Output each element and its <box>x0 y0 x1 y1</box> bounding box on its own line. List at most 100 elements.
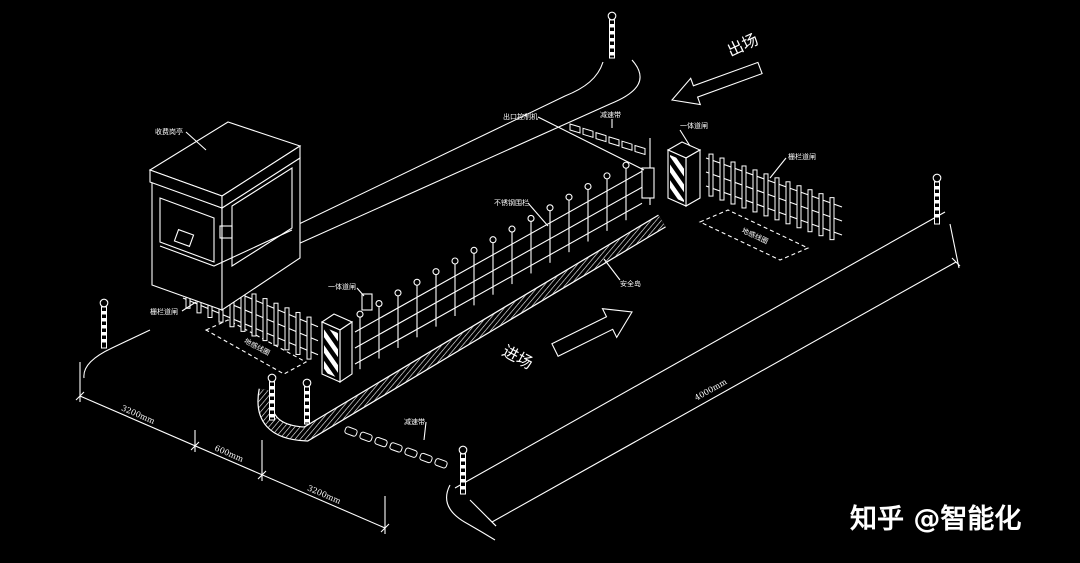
entry-lane-edge <box>454 211 946 489</box>
bollard-stripe <box>269 386 275 390</box>
booth-counter <box>159 229 293 267</box>
exit-controller-icon <box>641 167 655 199</box>
barrier-right-stripes <box>670 155 684 202</box>
stainless-fence <box>354 161 643 370</box>
fence-post-cap <box>489 236 497 244</box>
ground-loop-left <box>204 319 308 375</box>
gate-picket <box>708 153 714 197</box>
fence-gate-right <box>705 153 843 241</box>
fence-post-cap <box>603 172 611 180</box>
speed-bump-block <box>419 452 433 464</box>
speed-bump-bottom-leader <box>423 421 427 441</box>
tick-mark <box>257 470 267 480</box>
fence-post-cap <box>375 300 383 308</box>
exit-road-edge-inner <box>244 61 604 251</box>
bollard <box>932 173 942 225</box>
fence-label: 不锈钢围栏 <box>494 198 529 207</box>
fence-post-cap <box>527 214 535 222</box>
barrier-gate-left <box>320 313 354 384</box>
exit-controller-leader <box>537 116 645 171</box>
bollard-stripe <box>304 391 310 395</box>
bollard-stripe <box>101 311 107 315</box>
bollard-stripe <box>609 52 615 56</box>
barrier-gate-right <box>666 141 702 207</box>
bollard-cap <box>99 298 109 308</box>
bollard-cap <box>932 173 942 183</box>
bollards <box>99 11 942 495</box>
tick-mark <box>487 517 497 527</box>
gate-picket <box>807 189 813 233</box>
speed-bump-block <box>434 458 448 469</box>
booth-left-window <box>159 197 215 263</box>
barrier-left-leader <box>356 287 365 297</box>
fence-rail <box>354 186 643 349</box>
bollard-stripe <box>269 407 275 411</box>
gate-picket <box>719 157 725 201</box>
gate-picket <box>251 293 257 337</box>
gate-picket <box>818 193 824 237</box>
fence-post-cap <box>584 182 592 191</box>
gate-picket <box>763 173 769 217</box>
bottom-road-curve <box>446 484 496 541</box>
bollard-stripe <box>101 325 107 329</box>
speed-bump-block <box>389 442 403 453</box>
entry-controller-icon <box>361 293 373 311</box>
bollard <box>607 11 617 59</box>
bollard-cap <box>607 11 617 21</box>
bollard-cap <box>302 378 312 388</box>
island-leader <box>603 258 621 281</box>
toll-booth <box>148 121 302 312</box>
gate-picket <box>730 161 736 205</box>
booth-right-window <box>231 167 293 267</box>
left-road-curve <box>83 329 151 379</box>
speed-bump-block <box>608 136 620 147</box>
booth-label-leader <box>185 131 207 151</box>
fence-rail <box>354 170 643 333</box>
speed-bump-block <box>595 131 607 143</box>
speed-bump-top-label: 减速带 <box>600 110 621 119</box>
barrier-right-side <box>685 149 701 207</box>
barrier-left-stripes <box>324 327 338 378</box>
gate-picket <box>306 316 312 360</box>
safety-island <box>257 214 666 442</box>
bollard-stripe <box>460 465 466 469</box>
booth-label: 收费岗亭 <box>155 127 183 136</box>
computer-icon <box>173 228 195 248</box>
fence-post-cap <box>622 161 630 169</box>
bollard-stripe <box>269 400 275 404</box>
bollard <box>99 298 109 349</box>
fence-post-cap <box>546 204 554 212</box>
bollard-cap <box>458 445 468 455</box>
watermark: 知乎 @智能化 <box>850 503 1021 535</box>
extension-line <box>949 223 960 269</box>
gate-picket <box>741 165 747 209</box>
bollard-stripe <box>304 419 310 423</box>
speed-bump-block <box>621 140 633 151</box>
bollard-cap <box>267 373 277 383</box>
speed-bump-block <box>404 447 418 458</box>
fence-post-cap <box>451 257 459 265</box>
dimension-line <box>79 395 386 529</box>
bollard-stripe <box>934 207 940 211</box>
bollard-stripe <box>460 486 466 490</box>
monitor-icon <box>219 225 233 239</box>
exit-controller-label: 出口控制机 <box>503 112 538 121</box>
booth-roof-right <box>221 144 301 210</box>
tick-mark <box>190 441 200 451</box>
speed-bump-block <box>359 431 373 442</box>
bollard-stripe <box>101 332 107 336</box>
fence-post-cap <box>565 193 573 201</box>
fence-post-cap <box>356 310 364 318</box>
fence-gate-left-leader <box>181 301 197 312</box>
gate-picket <box>273 302 279 346</box>
bollard-stripe <box>934 200 940 204</box>
bollard-stripe <box>269 393 275 397</box>
fence-post-cap <box>470 246 478 254</box>
bollard-stripe <box>934 186 940 190</box>
bollard <box>267 373 277 421</box>
barrier-left-label: 一体道闸 <box>328 282 356 291</box>
barrier-left-side <box>339 320 353 384</box>
bollard <box>302 378 312 425</box>
exit-road-edge-outer <box>297 59 641 245</box>
